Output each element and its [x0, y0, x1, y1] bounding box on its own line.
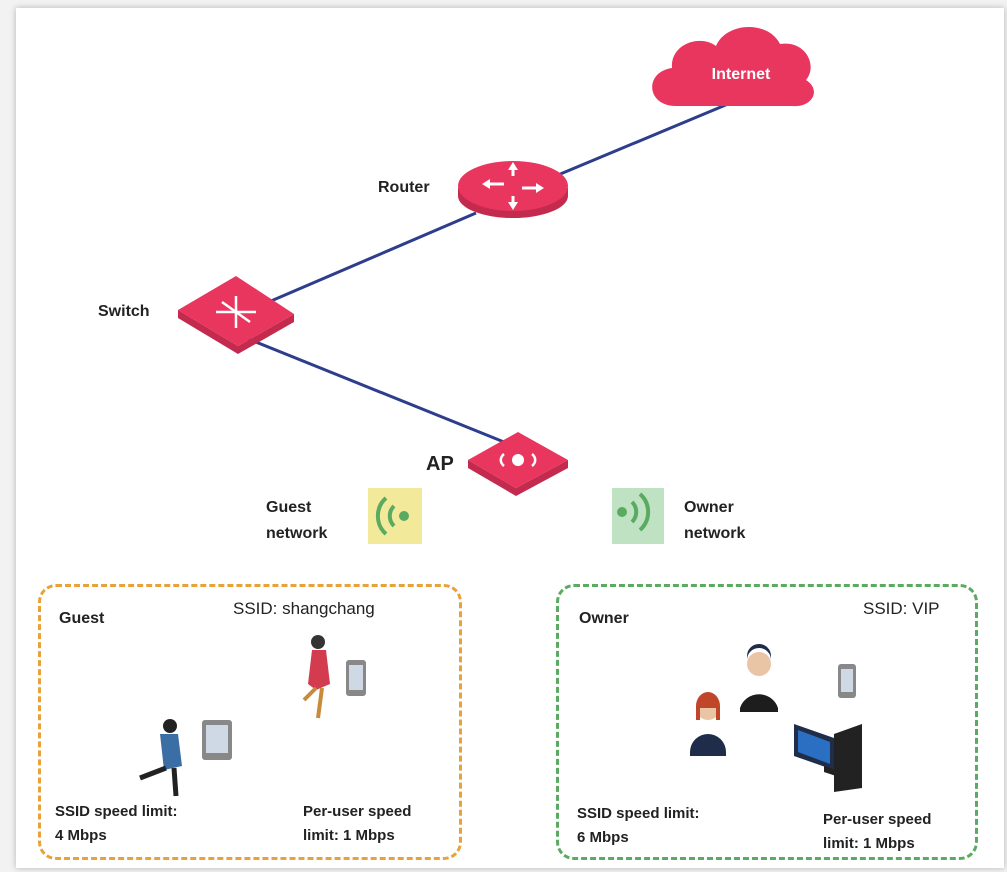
- link-router-switch: [263, 211, 477, 306]
- guest-ssid-limit-line2: 4 Mbps: [55, 827, 107, 844]
- link-internet-router: [545, 102, 729, 182]
- owner-user-limit-line2: limit: 1 Mbps: [823, 835, 915, 852]
- owner-zone-title: Owner: [579, 610, 629, 627]
- guest-ssid-limit-line1: SSID speed limit:: [55, 803, 178, 820]
- diagram-graphics: [139, 26, 862, 797]
- tablet-icon: [202, 720, 232, 760]
- switch-icon: [178, 276, 294, 354]
- ap-icon: [468, 432, 568, 496]
- router-label: Router: [378, 179, 430, 196]
- guest-wifi-icon: [368, 488, 422, 544]
- man-avatar-icon: [740, 644, 778, 712]
- owner-zone: Owner SSID: VIP SSID speed limit: 6 Mbps…: [556, 584, 978, 860]
- running-man-icon: [139, 719, 182, 797]
- desktop-computer-icon: [794, 724, 862, 792]
- ap-label: AP: [426, 453, 454, 475]
- owner-ssid: SSID: VIP: [863, 599, 940, 618]
- internet-cloud-icon: [652, 26, 814, 107]
- owner-wifi-icon: [612, 488, 664, 544]
- diagram-canvas: Internet Router Switch AP Guest network …: [16, 8, 1004, 868]
- running-woman-icon: [302, 635, 330, 719]
- guest-zone-title: Guest: [59, 610, 105, 627]
- switch-label: Switch: [98, 303, 150, 320]
- guest-ssid: SSID: shangchang: [233, 599, 375, 618]
- router-icon: [458, 161, 568, 218]
- owner-smartphone-icon: [838, 664, 856, 698]
- guest-user-limit-line1: Per-user speed: [303, 803, 412, 820]
- owner-network-label-line2: network: [684, 525, 746, 542]
- guest-network-label-line1: Guest: [266, 499, 312, 516]
- guest-user-limit-line2: limit: 1 Mbps: [303, 827, 395, 844]
- woman-avatar-icon: [690, 692, 726, 756]
- owner-user-limit-line1: Per-user speed: [823, 811, 932, 828]
- owner-network-label-line1: Owner: [684, 499, 734, 516]
- guest-zone: Guest SSID: shangchang SSID speed limit:…: [38, 584, 462, 860]
- guest-network-label-line2: network: [266, 525, 328, 542]
- link-switch-ap: [245, 336, 505, 444]
- owner-ssid-limit-line1: SSID speed limit:: [577, 805, 700, 822]
- owner-ssid-limit-line2: 6 Mbps: [577, 829, 629, 846]
- smartphone-icon: [346, 660, 366, 696]
- internet-label: Internet: [711, 66, 771, 83]
